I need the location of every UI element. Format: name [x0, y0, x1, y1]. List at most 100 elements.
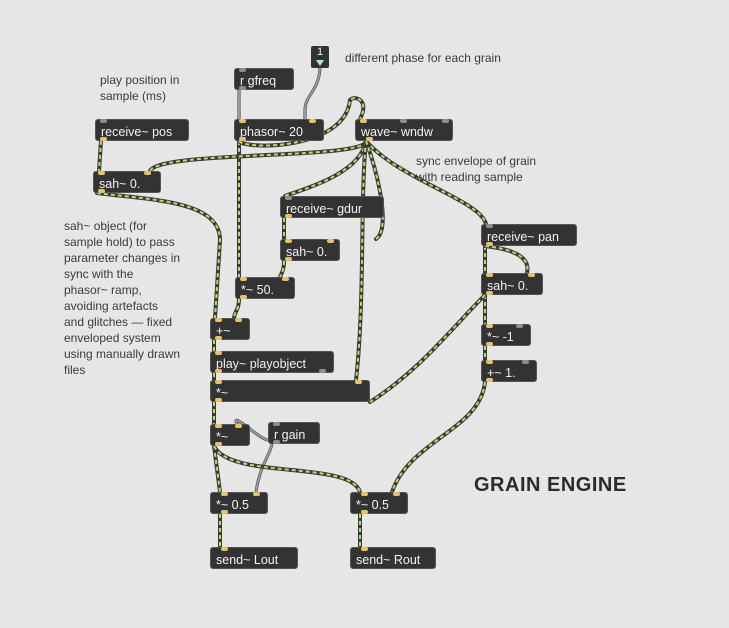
- patch-cable: [212, 444, 362, 494]
- patch-cable-highlight: [233, 298, 240, 319]
- outlet: [486, 291, 493, 295]
- outlet: [239, 137, 246, 141]
- plus1-object[interactable]: +~ 1.: [481, 360, 537, 382]
- comment-play-position: play position in sample (ms): [100, 73, 180, 103]
- plus-object[interactable]: +~: [210, 318, 250, 340]
- outlet: [98, 189, 105, 193]
- outlet: [361, 510, 368, 514]
- outlet: [240, 295, 247, 299]
- object-label: r gain: [274, 428, 306, 442]
- object-label: receive~ pos: [101, 125, 173, 139]
- object-label: *~ 0.5: [356, 498, 390, 512]
- multiply-envelope-object[interactable]: *~: [210, 380, 370, 402]
- object-label: *~ 50.: [241, 283, 275, 297]
- object-label: sah~ 0.: [487, 279, 529, 293]
- outlet: [215, 336, 222, 340]
- comment-phase: different phase for each grain: [345, 51, 501, 65]
- object-label: *~: [216, 386, 229, 400]
- send-lout-object[interactable]: send~ Lout: [210, 547, 298, 569]
- inlet: [393, 492, 400, 496]
- object-label: play~ playobject: [216, 357, 306, 371]
- outlet: [239, 86, 246, 90]
- r-gain-object[interactable]: r gain: [268, 422, 320, 444]
- inlet: [528, 273, 535, 277]
- send-rout-object[interactable]: send~ Rout: [350, 547, 436, 569]
- inlet: [486, 360, 493, 364]
- receive-pan-object[interactable]: receive~ pan: [481, 224, 577, 246]
- object-label: *~ -1: [487, 330, 514, 344]
- patch-cable: [483, 244, 530, 275]
- patch-cable: [368, 293, 487, 404]
- inlet: [235, 318, 242, 322]
- r-gfreq-object[interactable]: r gfreq: [234, 68, 294, 90]
- patch-cable-highlight: [149, 140, 367, 172]
- object-label: sah~ 0.: [99, 177, 141, 191]
- sah-gdur-object[interactable]: sah~ 0.: [280, 239, 340, 261]
- outlet: [486, 242, 493, 246]
- mul50-object[interactable]: *~ 50.: [235, 277, 295, 299]
- inlet: [285, 196, 292, 200]
- patch-cable-highlight: [391, 381, 486, 493]
- inlet: [309, 119, 316, 123]
- outlet: [215, 369, 222, 373]
- sah-pos-object[interactable]: sah~ 0.: [93, 171, 161, 193]
- inlet: [285, 239, 292, 243]
- half-left-object[interactable]: *~ 0.5: [210, 492, 268, 514]
- inlet: [361, 492, 368, 496]
- object-label: +~: [216, 324, 231, 338]
- inlet: [486, 324, 493, 328]
- object-label: wave~ wndw: [361, 125, 433, 139]
- inlet: [98, 171, 105, 175]
- patch-cable-highlight: [279, 260, 285, 278]
- object-label: send~ Lout: [216, 553, 279, 567]
- inlet: [360, 119, 367, 123]
- phasor-object[interactable]: phasor~ 20: [234, 119, 324, 141]
- receive-pos-object[interactable]: receive~ pos: [95, 119, 189, 141]
- patch-cable-highlight: [304, 65, 321, 119]
- object-label: phasor~ 20: [240, 125, 303, 139]
- patch-cable: [354, 139, 368, 382]
- receive-gdur-object[interactable]: receive~ gdur: [280, 196, 384, 218]
- inlet: [361, 547, 368, 551]
- outlet: [273, 440, 280, 444]
- object-label: receive~ pan: [487, 230, 559, 244]
- inlet: [239, 119, 246, 123]
- outlet: [319, 369, 326, 373]
- comment-sah-note: sah~ object (for sample hold) to pass pa…: [64, 219, 181, 377]
- inlet: [486, 273, 493, 277]
- object-label: *~: [216, 430, 229, 444]
- inlet: [215, 424, 222, 428]
- inlet: [215, 351, 222, 355]
- multiply-gain-object[interactable]: *~: [210, 424, 250, 446]
- wave-object[interactable]: wave~ wndw: [355, 119, 453, 141]
- patch-cable: [390, 380, 487, 494]
- patch-cable: [232, 297, 241, 320]
- inlet: [516, 324, 523, 328]
- phase-number-box[interactable]: 1: [311, 46, 329, 68]
- outlet: [486, 378, 493, 382]
- inlet: [100, 119, 107, 123]
- sah-pan-object[interactable]: sah~ 0.: [481, 273, 543, 295]
- object-label: send~ Rout: [356, 553, 421, 567]
- patch-cable: [283, 139, 368, 198]
- grain-engine-title: GRAIN ENGINE: [474, 474, 627, 496]
- patch-cable-highlight: [365, 140, 384, 240]
- inlet: [522, 360, 529, 364]
- play-object[interactable]: play~ playobject: [210, 351, 334, 373]
- inlet: [355, 380, 362, 384]
- half-right-object[interactable]: *~ 0.5: [350, 492, 408, 514]
- outlet: [215, 442, 222, 446]
- object-label: r gfreq: [240, 74, 277, 88]
- inlet: [215, 380, 222, 384]
- inlet: [442, 119, 449, 123]
- inlet: [221, 492, 228, 496]
- patch-cable: [364, 139, 385, 241]
- patch-cable-highlight: [213, 445, 221, 493]
- patch-cable-highlight: [355, 140, 367, 381]
- object-label: *~ 0.5: [216, 498, 250, 512]
- patch-cable: [148, 139, 368, 173]
- multiply-neg1-object[interactable]: *~ -1: [481, 324, 531, 346]
- patch-cable: [278, 259, 286, 279]
- patch-cable-highlight: [255, 443, 273, 493]
